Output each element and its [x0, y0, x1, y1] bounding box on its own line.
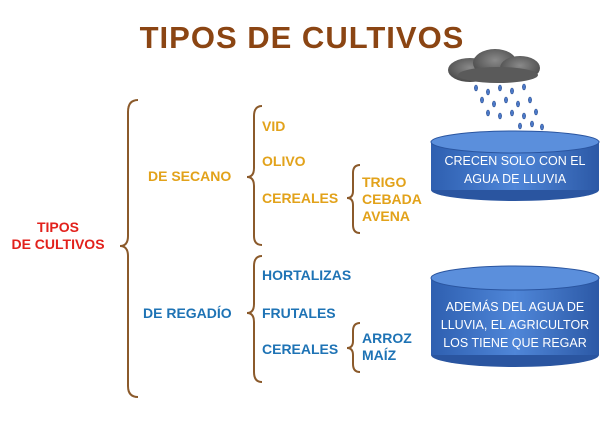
regadio-cereal-maiz: MAÍZ [362, 347, 397, 363]
secano-cereal-trigo: TRIGO [362, 174, 407, 190]
regadio-item-hortalizas: HORTALIZAS [262, 267, 352, 283]
root-line-2: DE CULTIVOS [11, 236, 105, 252]
regadio-note-line-2: LLUVIA, EL AGRICULTOR [440, 318, 590, 332]
main-brace [119, 99, 139, 398]
regadio-item-cereales: CEREALES [262, 341, 339, 357]
regadio-note-line-1: ADEMÁS DEL AGUA DE [445, 300, 585, 314]
regadio-item-frutales: FRUTALES [262, 305, 336, 321]
regadio-cereal-arroz: ARROZ [362, 330, 412, 346]
regadio-cylinder [430, 265, 600, 367]
secano-cylinder [430, 130, 600, 201]
page-title: TIPOS DE CULTIVOS [139, 20, 465, 55]
root-line-1: TIPOS [36, 219, 79, 235]
regadio-label: DE REGADÍO [143, 305, 232, 321]
secano-note-line-1: CRECEN SOLO CON EL [444, 154, 586, 168]
secano-cereal-avena: AVENA [362, 208, 410, 224]
regadio-note: ADEMÁS DEL AGUA DE LLUVIA, EL AGRICULTOR… [431, 298, 599, 352]
secano-item-vid: VID [262, 118, 286, 134]
secano-label: DE SECANO [148, 168, 232, 184]
secano-cereales-brace [346, 164, 361, 234]
secano-cereal-cebada: CEBADA [362, 191, 422, 207]
regadio-brace [246, 255, 263, 383]
secano-item-cereales: CEREALES [262, 190, 339, 206]
regadio-cereales-brace [346, 322, 361, 373]
secano-item-olivo: OLIVO [262, 153, 306, 169]
secano-brace [246, 105, 263, 246]
regadio-note-line-3: LOS TIENE QUE REGAR [443, 336, 587, 350]
rain-cloud-icon [448, 49, 544, 131]
secano-note: CRECEN SOLO CON EL AGUA DE LLUVIA [431, 152, 599, 188]
secano-note-line-2: AGUA DE LLUVIA [463, 172, 567, 186]
root-label: TIPOS DE CULTIVOS [6, 219, 110, 253]
